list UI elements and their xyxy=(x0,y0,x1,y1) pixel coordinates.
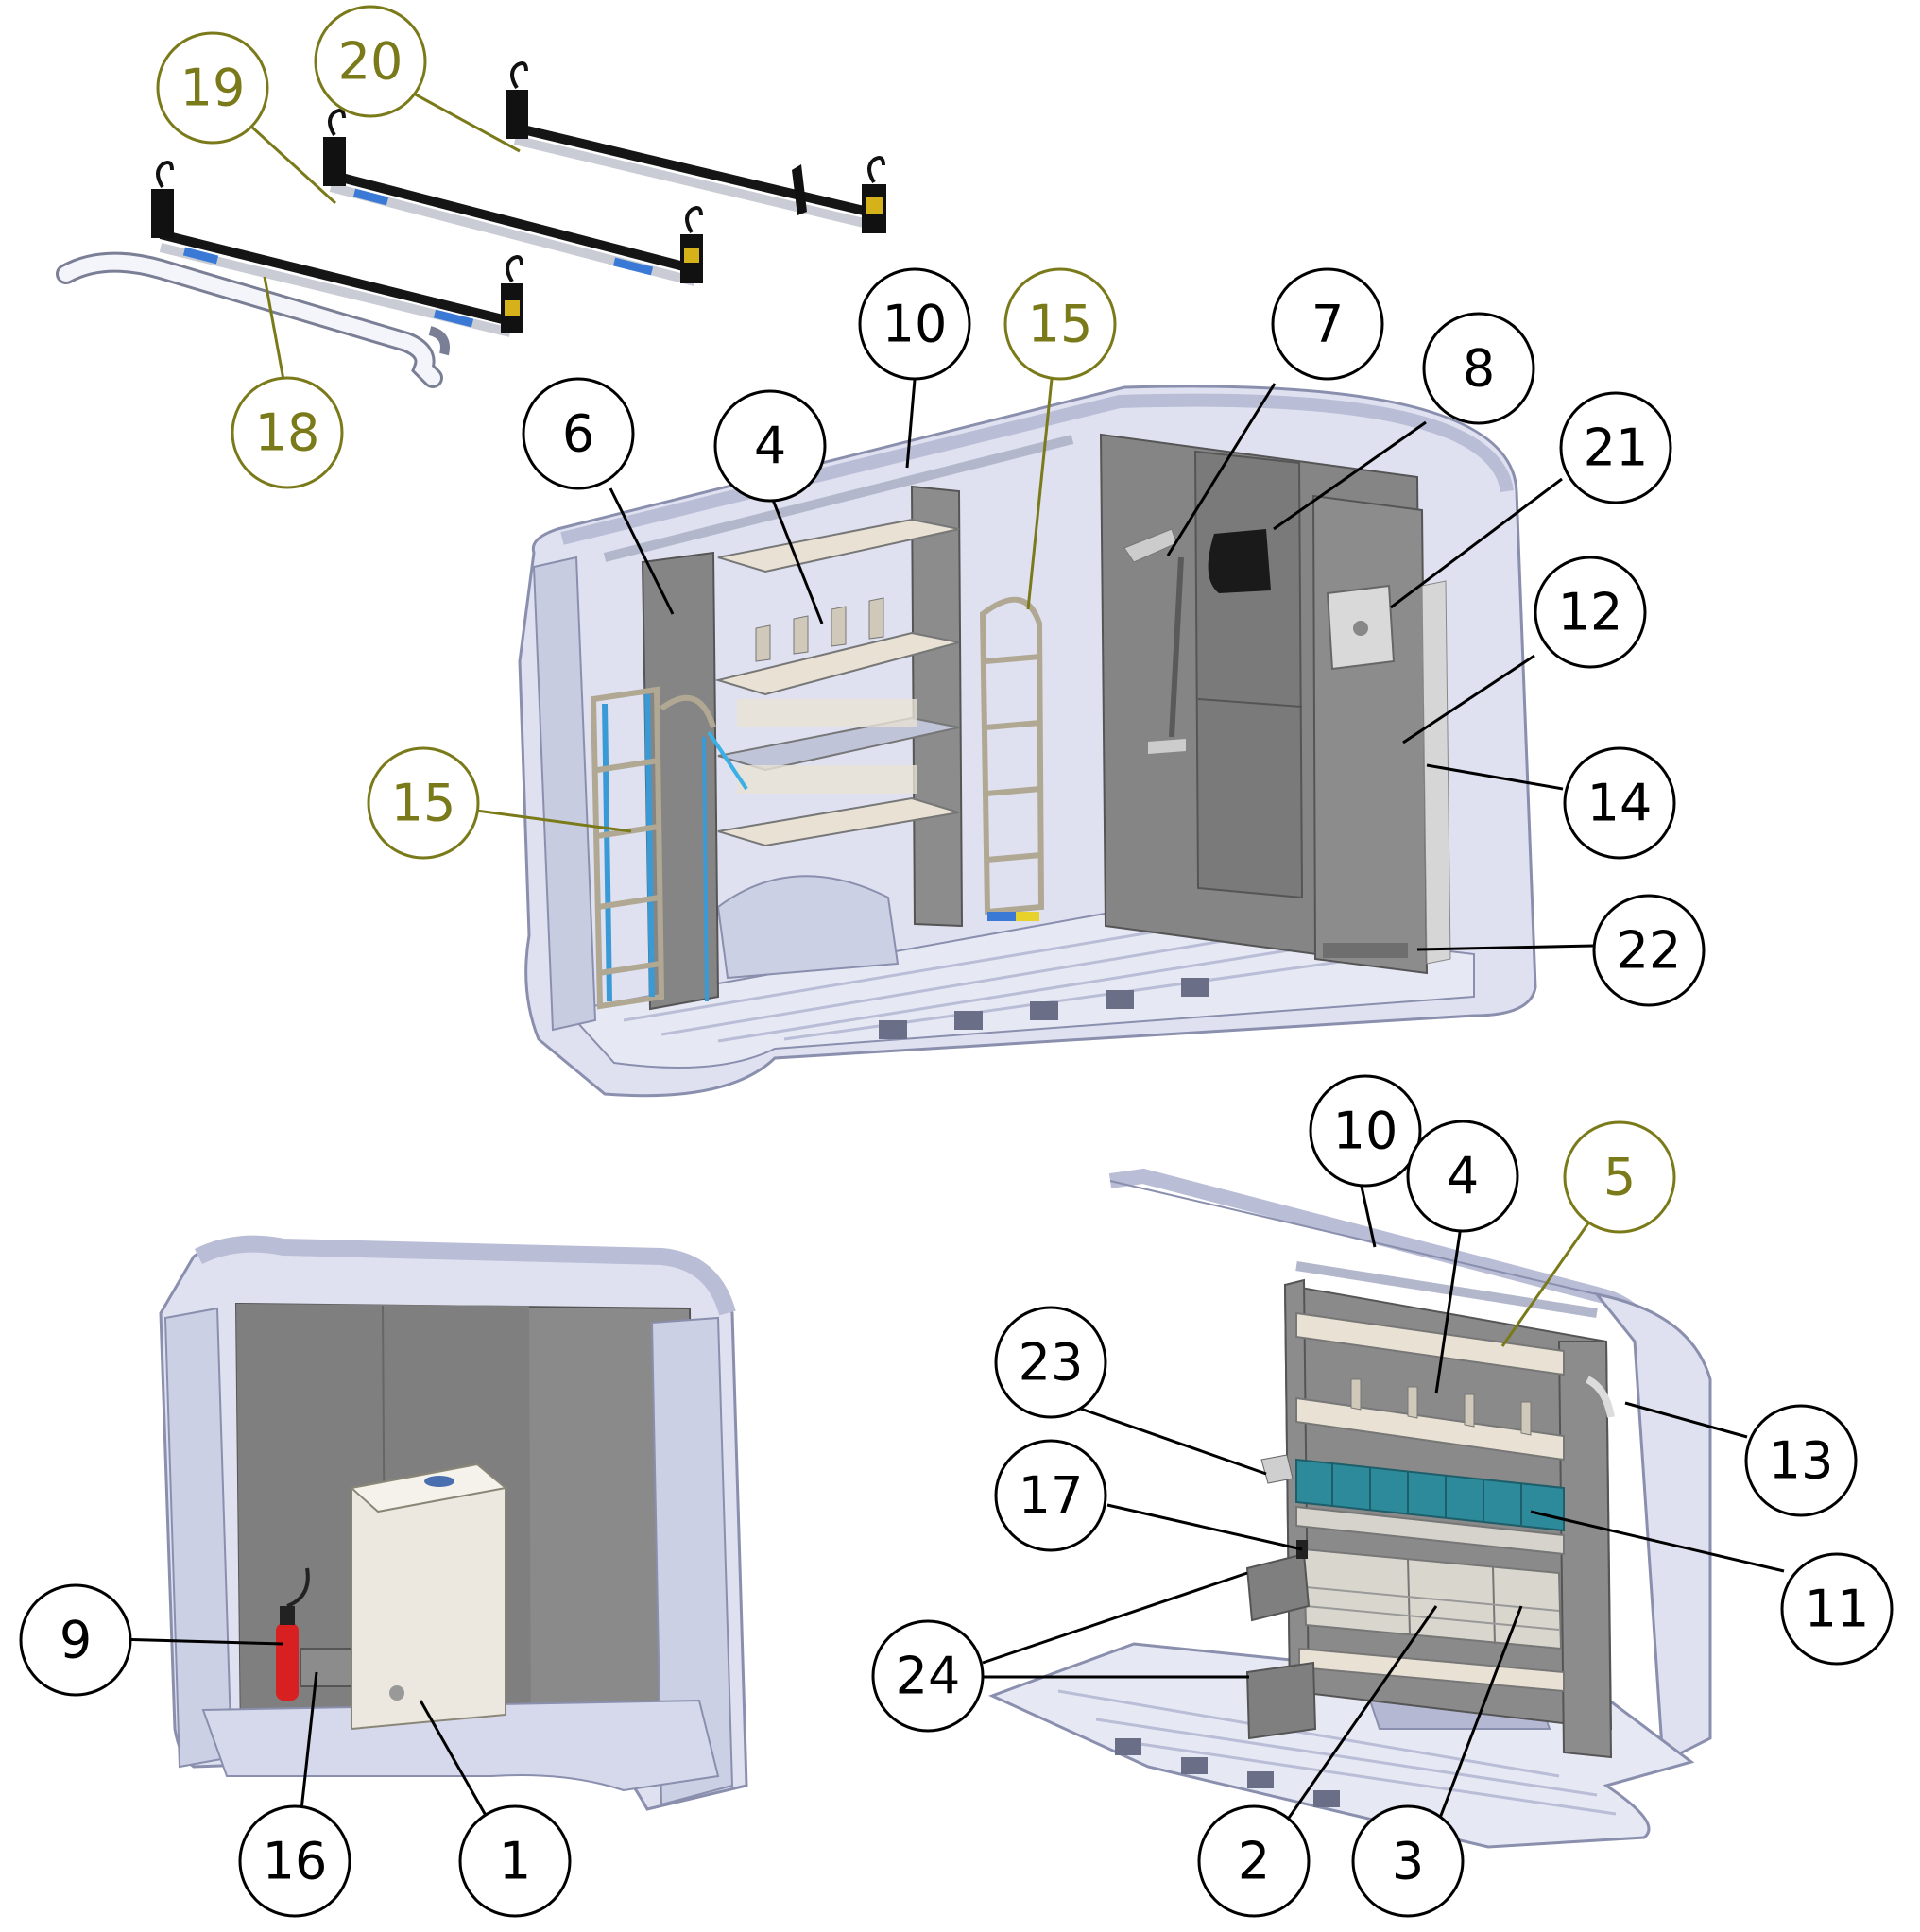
callout-8-label: 8 xyxy=(1463,339,1495,399)
van-cargo-main xyxy=(518,385,1537,1098)
callout-10-bottom-label: 10 xyxy=(1333,1102,1398,1161)
callout-10-top: 10 xyxy=(858,267,971,381)
callout-15-right: 15 xyxy=(1003,267,1117,381)
callout-3: 3 xyxy=(1351,1804,1465,1918)
callout-10-top-label: 10 xyxy=(883,295,948,354)
callout-19: 19 xyxy=(156,31,269,145)
callout-9: 9 xyxy=(19,1583,132,1697)
callout-24-label: 24 xyxy=(896,1647,961,1706)
callout-2-label: 2 xyxy=(1238,1832,1270,1891)
callout-6: 6 xyxy=(522,377,635,490)
van-cargo-interior xyxy=(988,1168,1712,1849)
callout-20: 20 xyxy=(314,5,427,118)
rack-bar-front xyxy=(151,161,523,337)
callout-1: 1 xyxy=(458,1804,572,1918)
callout-22: 22 xyxy=(1592,894,1706,1007)
callout-14-label: 14 xyxy=(1587,774,1653,833)
callout-12-label: 12 xyxy=(1558,583,1623,642)
callout-5-label: 5 xyxy=(1603,1148,1636,1207)
storage-tank xyxy=(349,1462,508,1731)
callout-21: 21 xyxy=(1559,391,1672,504)
leader-lines xyxy=(116,91,1785,1838)
callout-23: 23 xyxy=(994,1306,1107,1419)
callout-10-bottom: 10 xyxy=(1309,1074,1422,1188)
rack-bar-rear xyxy=(506,61,886,233)
callout-15-left: 15 xyxy=(367,746,480,860)
callout-11-label: 11 xyxy=(1805,1580,1870,1639)
rack-bar-middle xyxy=(323,109,703,286)
callout-11: 11 xyxy=(1780,1552,1894,1666)
callout-24: 24 xyxy=(871,1619,985,1733)
callout-4-bottom-label: 4 xyxy=(1447,1147,1479,1206)
callout-7-label: 7 xyxy=(1311,295,1344,354)
callout-5: 5 xyxy=(1563,1120,1676,1234)
callout-9-label: 9 xyxy=(60,1611,92,1670)
callout-16-label: 16 xyxy=(263,1832,328,1891)
callout-17: 17 xyxy=(994,1439,1107,1552)
callout-20-label: 20 xyxy=(338,32,403,92)
callout-12: 12 xyxy=(1534,556,1647,669)
callout-8: 8 xyxy=(1422,312,1535,425)
callout-18: 18 xyxy=(231,376,344,489)
callout-6-label: 6 xyxy=(562,404,594,464)
callout-15-left-label: 15 xyxy=(391,774,456,833)
callout-18-label: 18 xyxy=(255,403,320,463)
callout-13-label: 13 xyxy=(1769,1431,1834,1491)
van-cargo-rear xyxy=(159,1235,748,1811)
callout-13: 13 xyxy=(1744,1404,1858,1517)
callout-1-label: 1 xyxy=(499,1832,531,1891)
callout-21-label: 21 xyxy=(1584,419,1649,478)
hose-tube xyxy=(56,251,450,388)
callout-4-bottom: 4 xyxy=(1406,1120,1519,1233)
callout-4-top: 4 xyxy=(713,389,827,503)
callouts: 19 20 18 15 15 5 10 6 xyxy=(19,5,1894,1918)
ladder-right xyxy=(979,596,1045,921)
callout-3-label: 3 xyxy=(1392,1832,1424,1891)
callout-15-right-label: 15 xyxy=(1028,295,1093,354)
callout-17-label: 17 xyxy=(1019,1466,1084,1526)
callout-14: 14 xyxy=(1563,746,1676,860)
callout-2: 2 xyxy=(1197,1804,1311,1918)
callout-16: 16 xyxy=(238,1804,351,1918)
callout-23-label: 23 xyxy=(1019,1333,1084,1393)
callout-22-label: 22 xyxy=(1617,921,1682,981)
callout-7: 7 xyxy=(1271,267,1384,381)
callout-19-label: 19 xyxy=(180,59,246,118)
roof-racks xyxy=(56,61,886,388)
ladder-left xyxy=(590,686,748,1010)
callout-4-top-label: 4 xyxy=(754,417,786,476)
